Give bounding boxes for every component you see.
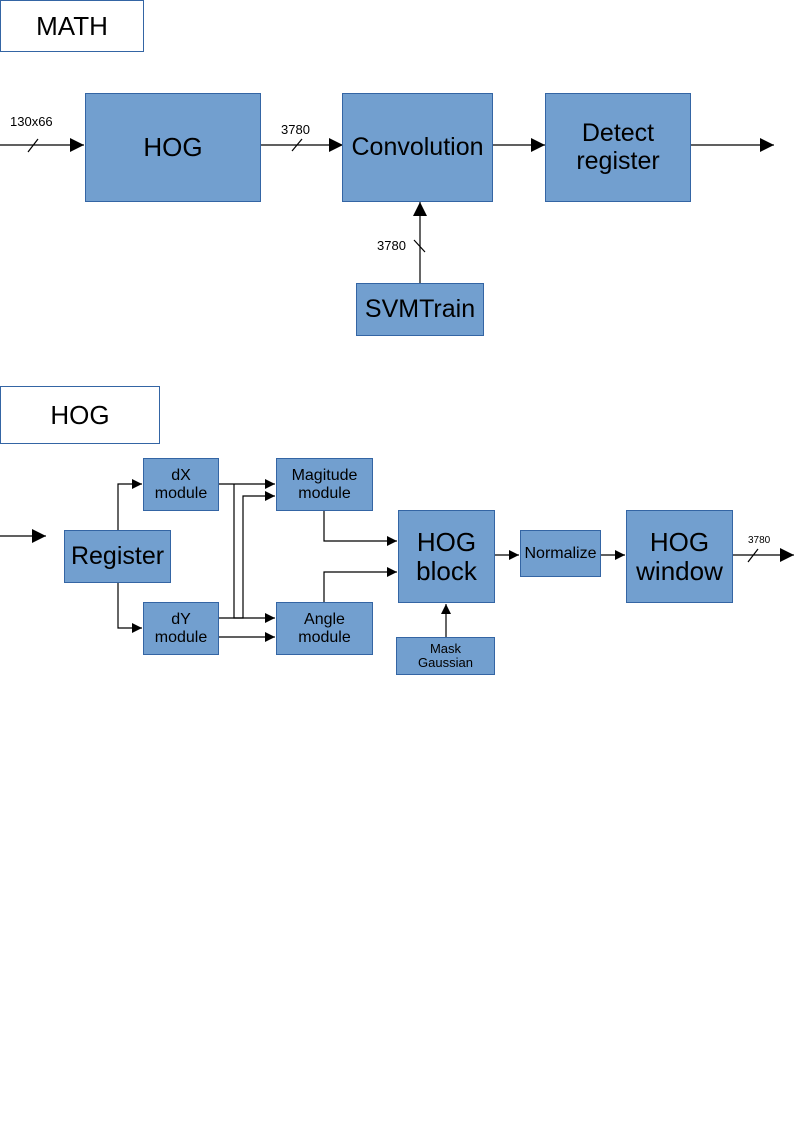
wire-dx-to-angle [233, 484, 275, 623]
dy-module-block: dY module [143, 602, 219, 655]
wire-dy-to-magnitude [219, 491, 275, 619]
mask-gaussian-block: Mask Gaussian [396, 637, 495, 675]
hog-window-block: HOG window [626, 510, 733, 603]
hog-conv-width-label: 3780 [281, 122, 310, 137]
svm-conv-width-label: 3780 [377, 238, 406, 253]
hog-section-title: HOG [0, 386, 160, 444]
detect-register-block: Detect register [545, 93, 691, 202]
normalize-block: Normalize [520, 530, 601, 577]
bus-slash-svm [413, 239, 426, 253]
magnitude-module-block: Magitude module [276, 458, 373, 511]
wire-register-to-dy [117, 583, 142, 633]
svmtrain-block: SVMTrain [356, 283, 484, 336]
bus-slash-output [747, 548, 759, 563]
output-width-label: 3780 [748, 535, 771, 546]
hog-block-math: HOG [85, 93, 261, 202]
input-size-label: 130x66 [10, 114, 53, 129]
bus-slash-hog-conv [291, 138, 303, 152]
dx-module-block: dX module [143, 458, 219, 511]
wire-register-to-dx [117, 479, 142, 530]
hog-block-block: HOG block [398, 510, 495, 603]
wire-magnitude-to-hogblock [323, 511, 397, 546]
wire-angle-to-hogblock [323, 567, 397, 602]
angle-module-block: Angle module [276, 602, 373, 655]
math-section-title: MATH [0, 0, 144, 52]
bus-slash-input [27, 138, 39, 153]
register-block: Register [64, 530, 171, 583]
convolution-block: Convolution [342, 93, 493, 202]
